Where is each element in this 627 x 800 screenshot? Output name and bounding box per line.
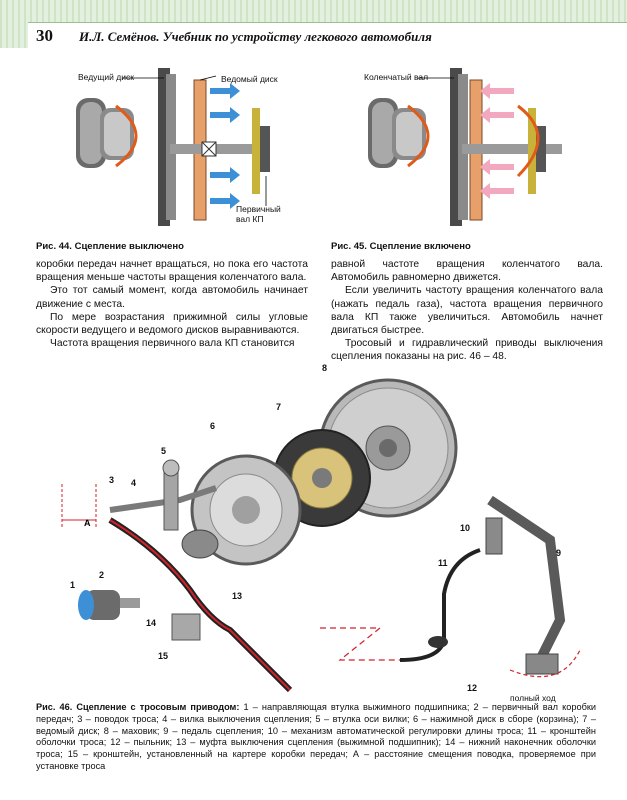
callout-3: 3 — [109, 475, 115, 485]
left-paragraph-2: Это тот самый момент, когда автомобиль н… — [36, 285, 308, 310]
label-free-play: полный ход — [510, 693, 556, 703]
callout-1: 1 — [70, 580, 76, 590]
callout-12: 12 — [467, 683, 478, 693]
right-paragraph-1: равной частоте вращения коленчатого вала… — [331, 259, 603, 284]
header-bar — [28, 22, 627, 49]
callout-14: 14 — [146, 618, 157, 628]
label-driven-disk: Ведомый диск — [221, 74, 278, 84]
callout-10: 10 — [460, 523, 471, 533]
right-paragraph-3: Тросовый и гидравлический приводы выключ… — [331, 338, 603, 363]
callout-4: 4 — [131, 478, 137, 488]
figure-46-caption-title: Рис. 46. Сцепление с тросовым приводом: — [36, 702, 240, 712]
label-crankshaft: Коленчатый вал — [364, 72, 429, 82]
figure-44-illustration — [76, 68, 270, 226]
callout-6: 6 — [210, 421, 216, 431]
callout-2: 2 — [99, 570, 105, 580]
label-input-shaft: Первичный вал КП — [236, 204, 281, 224]
figure-46-caption-body: 1 – направляющая втулка выжимного подшип… — [36, 702, 596, 771]
callout-5: 5 — [161, 446, 167, 456]
callout-13: 13 — [232, 591, 243, 601]
figure-46-illustration — [61, 378, 581, 693]
right-paragraph-2: Если увеличить частоту вращения коленчат… — [331, 285, 603, 337]
figure-45-caption: Рис. 45. Сцепление включено — [331, 241, 471, 252]
callout-15: 15 — [158, 651, 169, 661]
callout-9: 9 — [556, 548, 562, 558]
callout-8: 8 — [322, 363, 328, 373]
figure-45-illustration — [368, 68, 562, 226]
right-column: равной частоте вращения коленчатого вала… — [331, 258, 603, 364]
left-paragraph-3: По мере возрастания прижимной силы углов… — [36, 311, 308, 337]
label-A: А — [84, 518, 91, 528]
figure-46-caption: Рис. 46. Сцепление с тросовым приводом: … — [36, 702, 596, 773]
left-paragraph-4: Частота вращения первичного вала КП стан… — [50, 338, 295, 350]
page-number: 30 — [36, 26, 53, 45]
left-column: коробки передач начнет вращаться, но пок… — [36, 258, 308, 350]
left-paragraph-1: коробки передач начнет вращаться, но пок… — [36, 259, 308, 284]
figure-44-caption: Рис. 44. Сцепление выключено — [36, 241, 184, 252]
callout-7: 7 — [276, 402, 282, 412]
callout-11: 11 — [438, 558, 448, 568]
label-drive-disk: Ведущий диск — [78, 72, 134, 82]
running-title: И.Л. Семёнов. Учебник по устройству легк… — [79, 29, 432, 44]
